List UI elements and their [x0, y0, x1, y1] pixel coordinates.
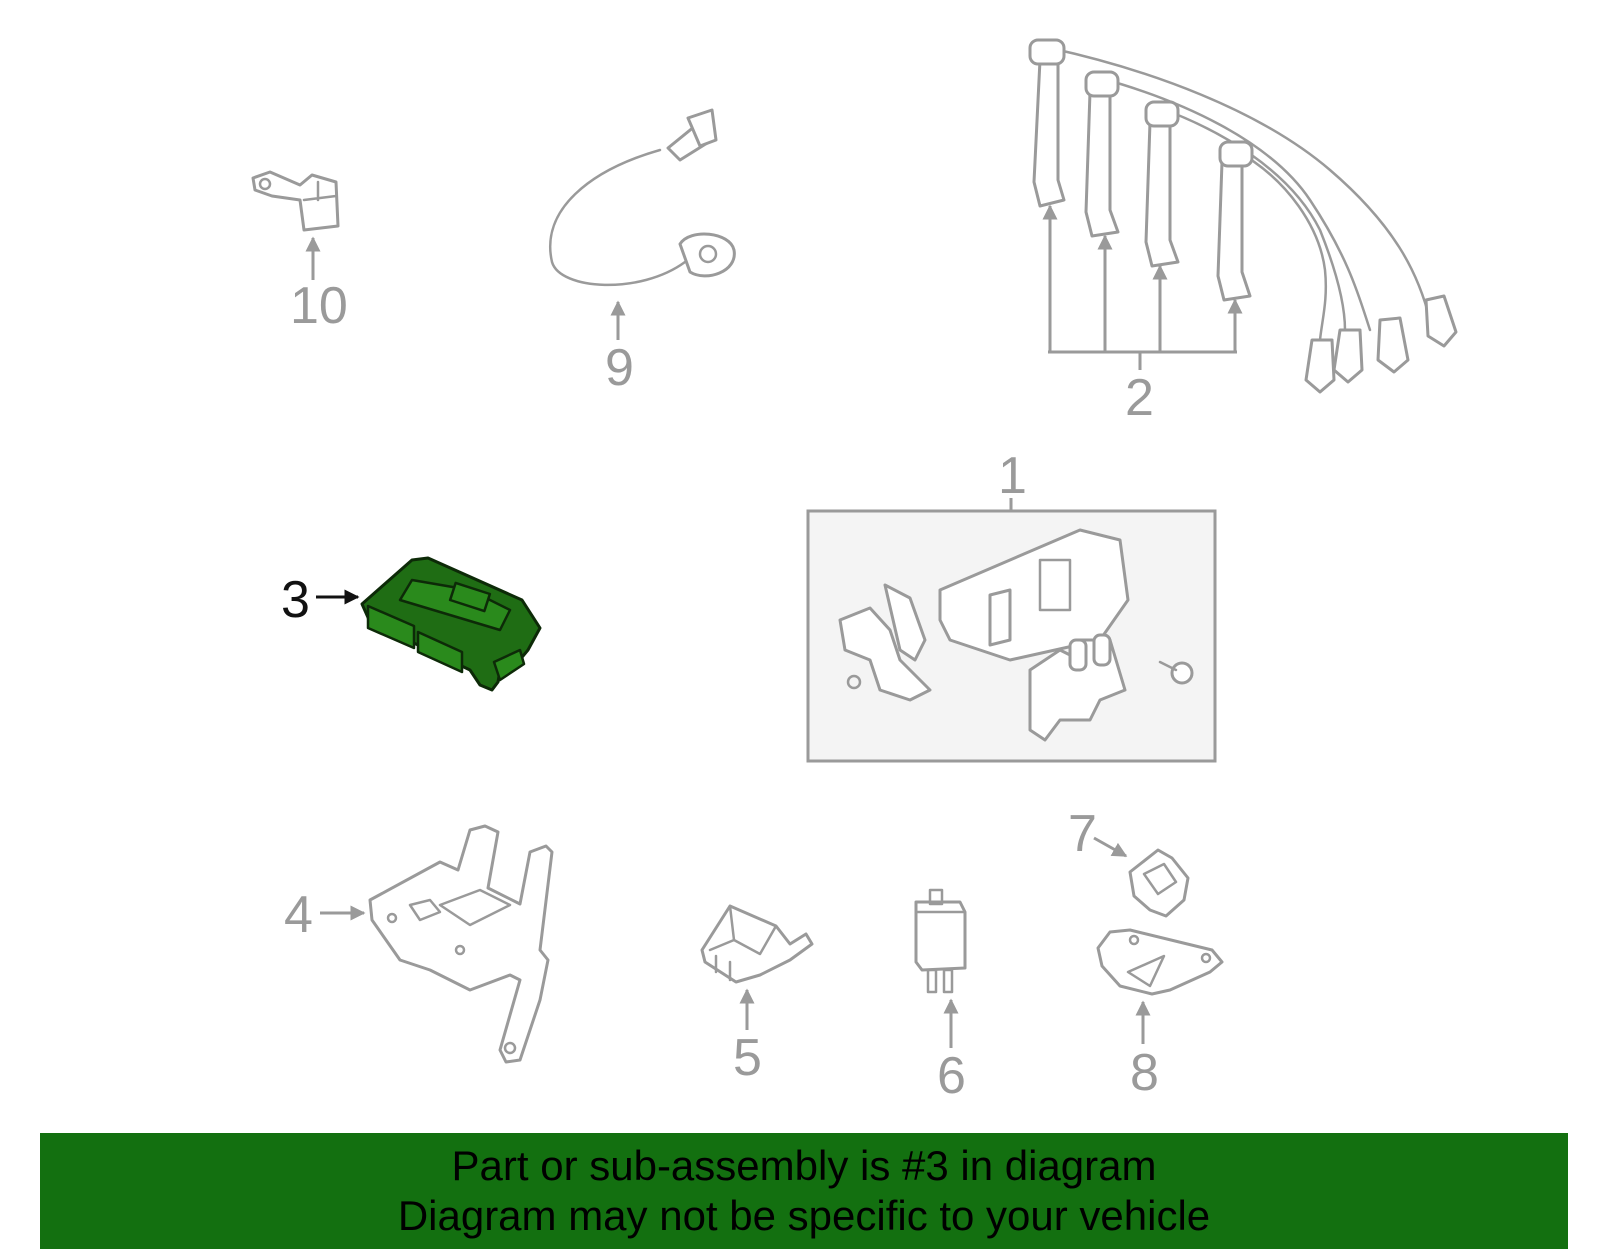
svg-text:9: 9: [605, 339, 634, 397]
callout-8: 8: [1130, 1000, 1159, 1102]
svg-text:4: 4: [284, 886, 313, 944]
svg-text:8: 8: [1130, 1044, 1159, 1102]
callout-1: 1: [998, 447, 1027, 511]
part-7-connector[interactable]: [1128, 848, 1190, 918]
callout-10: 10: [290, 236, 348, 335]
callout-6: 6: [937, 998, 966, 1105]
banner-line-disclaimer: Diagram may not be specific to your vehi…: [397, 1192, 1211, 1239]
svg-text:6: 6: [937, 1047, 966, 1105]
svg-text:10: 10: [290, 277, 348, 335]
part-5-relay[interactable]: [700, 904, 814, 984]
callout-9: 9: [605, 300, 634, 397]
part-3-ecu-highlighted[interactable]: [360, 556, 542, 692]
svg-text:2: 2: [1125, 369, 1154, 427]
part-8-plate[interactable]: [1096, 928, 1224, 996]
part-9-sensor-cable[interactable]: [549, 108, 736, 287]
part-2-wire-set[interactable]: [1028, 38, 1458, 394]
callout-5: 5: [733, 988, 762, 1087]
callout-7: 7: [1068, 805, 1128, 863]
svg-text:7: 7: [1068, 805, 1097, 863]
part-4-bracket[interactable]: [368, 824, 554, 1064]
part-6-module[interactable]: [914, 888, 967, 994]
banner-line-part: Part or sub-assembly is #3 in diagram: [451, 1142, 1157, 1189]
part-1-ignition-assembly[interactable]: [806, 509, 1217, 763]
callout-2: 2: [1042, 204, 1243, 427]
svg-text:3: 3: [281, 571, 310, 629]
part-10-clip[interactable]: [251, 170, 340, 232]
callout-4: 4: [284, 886, 366, 944]
info-banner: Part or sub-assembly is #3 in diagram Di…: [40, 1133, 1568, 1249]
svg-text:5: 5: [733, 1029, 762, 1087]
callout-3-highlighted: 3: [281, 571, 360, 629]
svg-text:1: 1: [998, 447, 1027, 505]
